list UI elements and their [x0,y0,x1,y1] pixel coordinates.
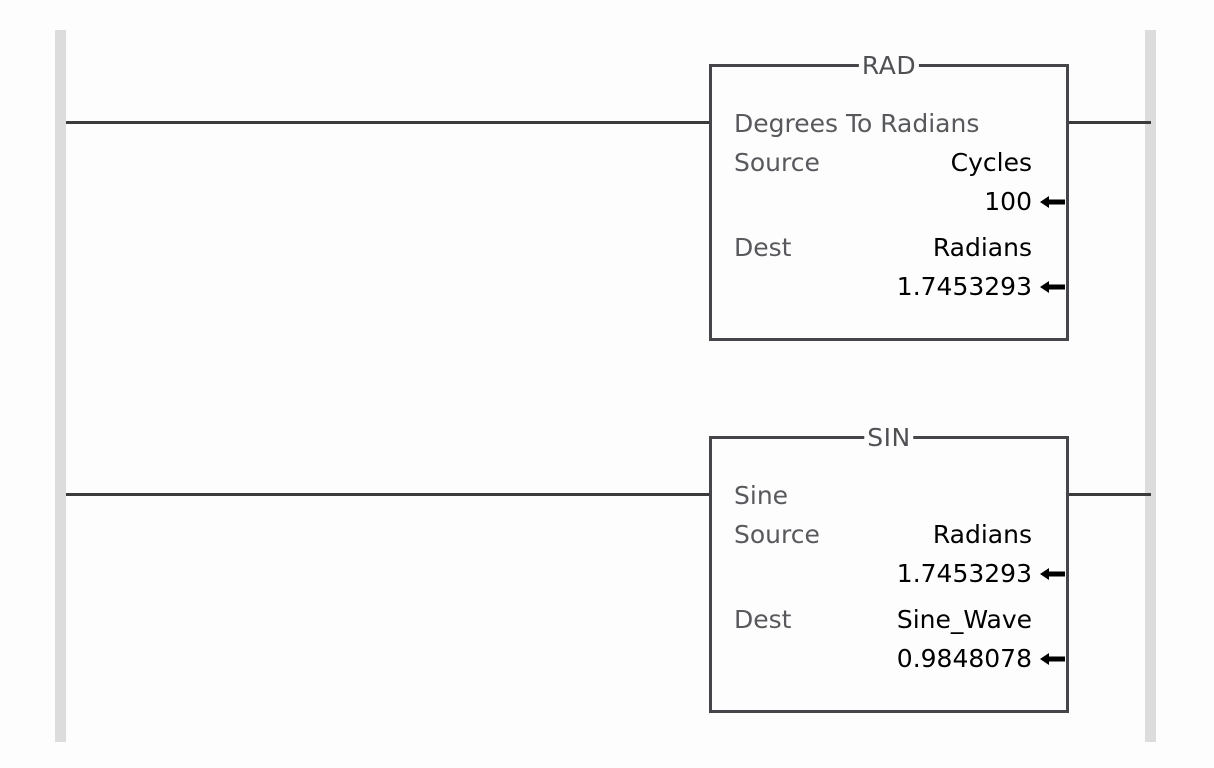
block-mnemonic-sin: SIN [864,425,914,451]
rung-0-wire-left [66,121,711,124]
left-arrow-icon [1038,650,1066,668]
operand-value-dest-sin: 0.9848078 [896,644,1032,673]
block-description-sin: Sine [734,481,789,510]
block-mnemonic-rad: RAD [858,53,920,79]
left-arrow-icon [1038,193,1066,211]
block-description-rad: Degrees To Radians [734,109,980,138]
operand-label-dest-rad: Dest [734,233,792,262]
operand-value-row-source-sin: 1.7453293 [734,555,1065,592]
left-arrow-icon [1038,278,1066,296]
operand-value-source-rad: 100 [984,187,1032,216]
right-power-rail [1145,30,1156,742]
operand-label-dest-sin: Dest [734,605,792,634]
instruction-block-sin[interactable]: SIN Sine Source Radians 1.7453293 Dest S [709,425,1069,713]
operand-value-dest-rad: 1.7453293 [896,272,1032,301]
operand-row-source-sin[interactable]: Source Radians [734,516,1060,553]
left-arrow-icon [1038,565,1066,583]
operand-row-dest-rad[interactable]: Dest Radians [734,229,1060,266]
operand-tag-source-sin[interactable]: Radians [932,520,1032,549]
operand-value-source-sin: 1.7453293 [896,559,1032,588]
operand-value-row-source-rad: 100 [734,183,1065,220]
operand-tag-dest-rad[interactable]: Radians [932,233,1032,262]
operand-row-source-rad[interactable]: Source Cycles [734,144,1060,181]
instruction-block-rad[interactable]: RAD Degrees To Radians Source Cycles 100… [709,53,1069,341]
operand-value-row-dest-rad: 1.7453293 [734,268,1065,305]
operand-label-source-rad: Source [734,148,820,177]
rung-1-wire-right [1066,493,1151,496]
operand-label-source-sin: Source [734,520,820,549]
operand-tag-source-rad[interactable]: Cycles [950,148,1032,177]
operand-tag-dest-sin[interactable]: Sine_Wave [896,605,1032,634]
rung-0-wire-right [1066,121,1151,124]
block-description-row-rad: Degrees To Radians [734,105,1060,142]
operand-row-dest-sin[interactable]: Dest Sine_Wave [734,601,1060,638]
block-description-row-sin: Sine [734,477,1060,514]
left-power-rail [55,30,66,742]
operand-value-row-dest-sin: 0.9848078 [734,640,1065,677]
rung-1-wire-left [66,493,711,496]
